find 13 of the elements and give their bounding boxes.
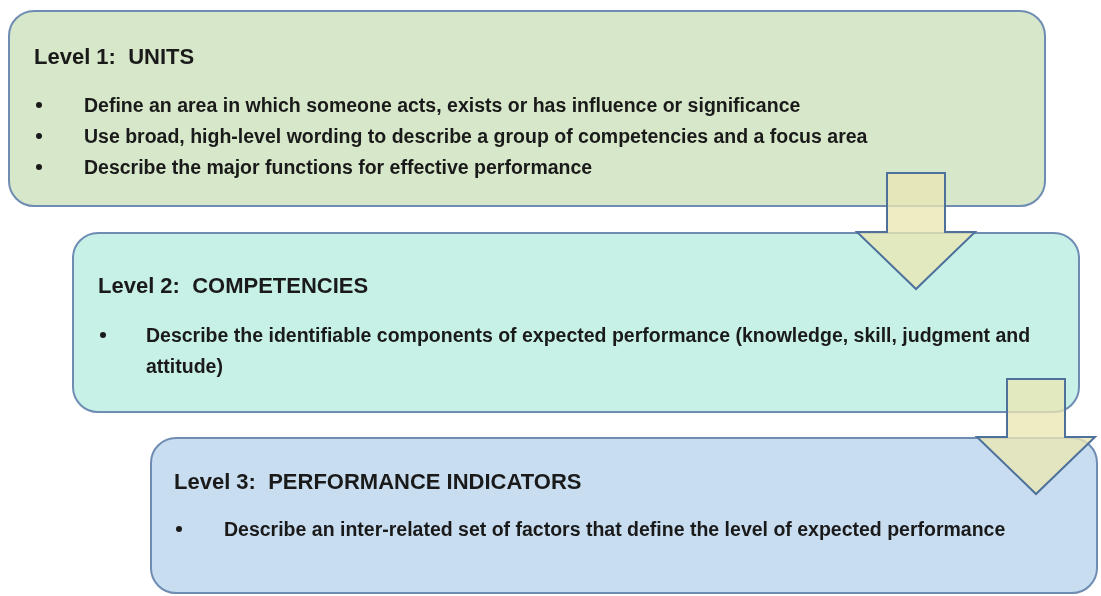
block-arrow	[974, 378, 1098, 496]
bullet-text: Describe an inter-related set of factors that define the level of expected performance	[224, 516, 1007, 542]
level-panel	[150, 437, 1098, 594]
block-arrow	[854, 172, 978, 291]
level-panel	[8, 10, 1046, 207]
level-heading: Level 2: COMPETENCIES	[98, 273, 369, 299]
bullet-text: Define an area in which someone acts, exists or has influence or significance	[84, 92, 802, 118]
bullet-text: Describe the major functions for effective performance	[84, 154, 594, 180]
bullet-text: Describe the identifiable components of expected performance (knowledge, skill, judgment and attitude)	[146, 322, 1032, 379]
level-panel	[72, 232, 1080, 413]
bullet-text: Use broad, high-level wording to describe a group of competencies and a focus area	[84, 123, 869, 149]
level-heading: Level 1: UNITS	[34, 44, 195, 70]
level-heading: Level 3: PERFORMANCE INDICATORS	[174, 469, 582, 495]
